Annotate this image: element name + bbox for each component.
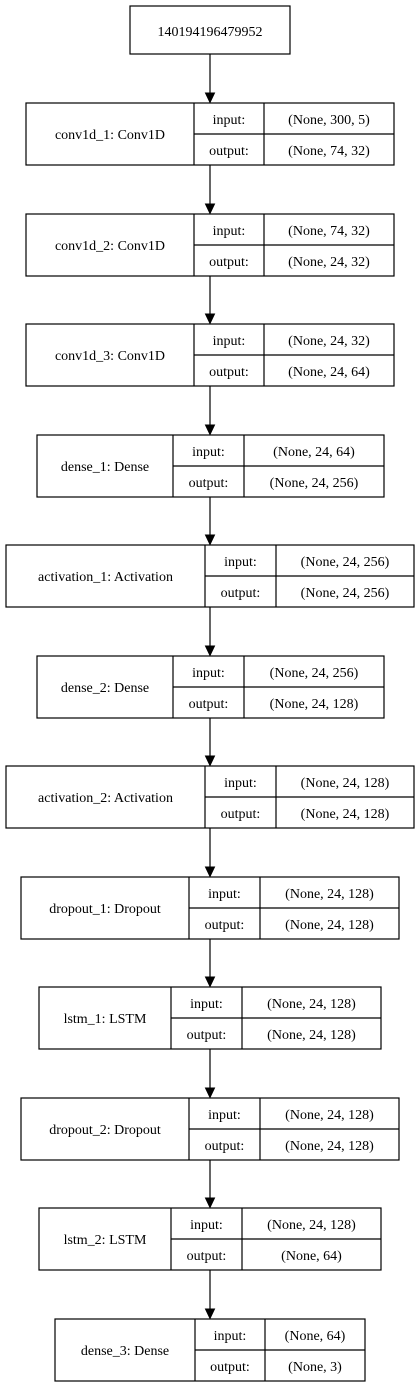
layer-node: activation_1: Activation input: output: (No… [5, 544, 415, 608]
edge-arrowhead [204, 755, 216, 767]
output-shape: (None, 74, 32) [288, 144, 370, 159]
input-shape: (None, 24, 128) [301, 776, 390, 791]
output-shape: (None, 24, 128) [267, 1028, 356, 1043]
edge-arrowhead [204, 1308, 216, 1320]
layer-node: conv1d_3: Conv1D input: output: (None, 24, … [25, 323, 395, 387]
output-shape: (None, 64) [281, 1249, 342, 1264]
edges-group [204, 54, 216, 1320]
input-label: input: [213, 224, 246, 239]
input-label: input: [208, 1108, 241, 1123]
edge-arrowhead [204, 866, 216, 878]
input-label: input: [192, 445, 225, 460]
output-label: output: [205, 918, 245, 933]
edge-arrowhead [204, 1087, 216, 1099]
layer-node: lstm_2: LSTM input: output: (None, 24, 128)… [38, 1207, 382, 1271]
output-label: output: [209, 365, 249, 380]
output-label: output: [205, 1139, 245, 1154]
output-label: output: [209, 144, 249, 159]
output-label: output: [221, 586, 261, 601]
layer-node: dropout_1: Dropout input: output: (None, 24… [20, 876, 400, 940]
output-label: output: [187, 1028, 227, 1043]
input-label: input: [192, 666, 225, 681]
layer-nodes-group: conv1d_1: Conv1D input: output: (None, 300,… [5, 102, 415, 1382]
layer-name: dense_1: Dense [61, 460, 149, 475]
edge-arrowhead [204, 313, 216, 325]
output-shape: (None, 24, 128) [285, 1139, 374, 1154]
input-shape: (None, 24, 256) [270, 666, 359, 681]
edge-arrowhead [204, 203, 216, 215]
input-shape: (None, 24, 128) [285, 887, 374, 902]
layer-name: activation_2: Activation [38, 791, 173, 806]
edge-arrowhead [204, 1197, 216, 1209]
input-label: input: [190, 1218, 223, 1233]
input-node-label: 140194196479952 [158, 25, 263, 40]
input-shape: (None, 24, 32) [288, 334, 370, 349]
layer-name: conv1d_2: Conv1D [55, 239, 165, 254]
edge-arrowhead [204, 534, 216, 546]
output-shape: (None, 24, 128) [270, 697, 359, 712]
input-shape: (None, 24, 128) [285, 1108, 374, 1123]
input-shape: (None, 74, 32) [288, 224, 370, 239]
layer-name: conv1d_1: Conv1D [55, 128, 165, 143]
output-shape: (None, 24, 256) [270, 476, 359, 491]
input-shape: (None, 24, 128) [267, 997, 356, 1012]
layer-name: lstm_2: LSTM [64, 1233, 147, 1248]
input-shape: (None, 24, 128) [267, 1218, 356, 1233]
layer-name: dropout_1: Dropout [49, 902, 161, 917]
input-label: input: [224, 555, 257, 570]
output-shape: (None, 24, 64) [288, 365, 370, 380]
layer-node: activation_2: Activation input: output: (No… [5, 765, 415, 829]
input-shape: (None, 24, 256) [301, 555, 390, 570]
layer-name: dense_3: Dense [81, 1344, 169, 1359]
input-shape: (None, 24, 64) [273, 445, 355, 460]
layer-name: dropout_2: Dropout [49, 1123, 161, 1138]
edge-arrowhead [204, 92, 216, 104]
layer-name: activation_1: Activation [38, 570, 173, 585]
layer-node: conv1d_1: Conv1D input: output: (None, 300,… [25, 102, 395, 166]
edge-arrowhead [204, 976, 216, 988]
output-shape: (None, 24, 128) [301, 807, 390, 822]
layer-node: conv1d_2: Conv1D input: output: (None, 74, … [25, 213, 395, 277]
input-label: input: [214, 1329, 247, 1344]
output-label: output: [209, 255, 249, 270]
input-label: input: [224, 776, 257, 791]
output-label: output: [187, 1249, 227, 1264]
output-label: output: [210, 1360, 250, 1375]
input-label: input: [190, 997, 223, 1012]
edge-arrowhead [204, 645, 216, 657]
output-label: output: [221, 807, 261, 822]
input-shape: (None, 300, 5) [288, 113, 370, 128]
layer-node: dropout_2: Dropout input: output: (None, 24… [20, 1097, 400, 1161]
output-shape: (None, 24, 32) [288, 255, 370, 270]
layer-node: dense_3: Dense input: output: (None, 64) (No… [54, 1318, 366, 1382]
layer-name: dense_2: Dense [61, 681, 149, 696]
input-label: input: [208, 887, 241, 902]
output-label: output: [189, 697, 229, 712]
layer-name: lstm_1: LSTM [64, 1012, 147, 1027]
layer-node: lstm_1: LSTM input: output: (None, 24, 128)… [38, 986, 382, 1050]
output-shape: (None, 24, 256) [301, 586, 390, 601]
layer-node: dense_1: Dense input: output: (None, 24, 64… [36, 434, 385, 498]
input-label: input: [213, 334, 246, 349]
input-label: input: [213, 113, 246, 128]
output-shape: (None, 3) [288, 1360, 342, 1375]
layer-node: dense_2: Dense input: output: (None, 24, 25… [36, 655, 385, 719]
input-node: 140194196479952 [129, 5, 291, 55]
output-label: output: [189, 476, 229, 491]
edge-arrowhead [204, 424, 216, 436]
input-shape: (None, 64) [285, 1329, 346, 1344]
layer-name: conv1d_3: Conv1D [55, 349, 165, 364]
output-shape: (None, 24, 128) [285, 918, 374, 933]
